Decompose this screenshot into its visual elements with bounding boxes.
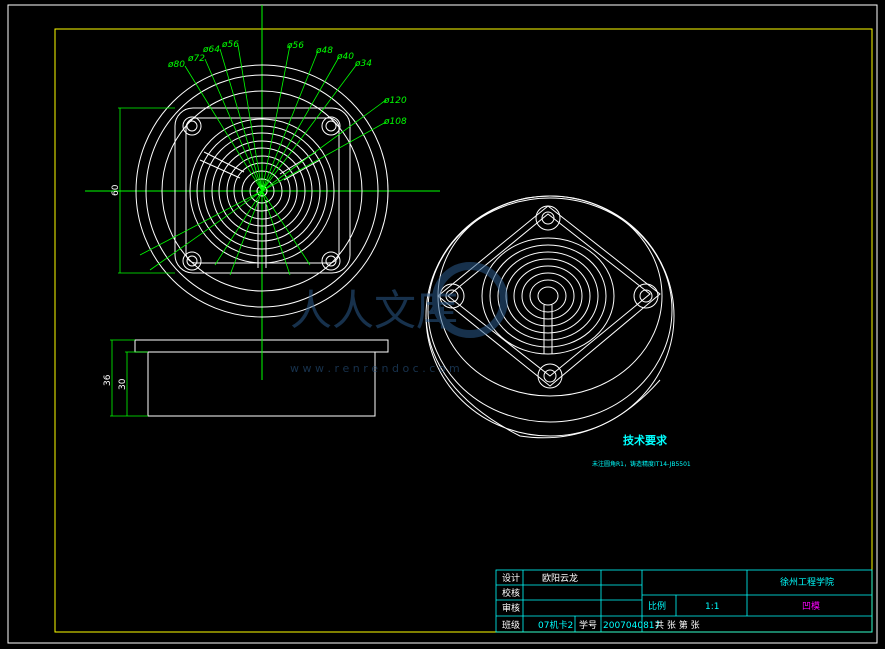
bolt-hole [321, 116, 341, 136]
iso-bolt-hole [633, 283, 659, 309]
bolt-hole [182, 116, 202, 136]
design-label: 设计 [502, 572, 520, 584]
dim-label: ø72 [187, 54, 205, 64]
side-dimensions [110, 339, 148, 417]
title-block-text: 设计 欧阳云龙 校核 审核 班级 07机卡2 学号 2007040817 徐州工… [502, 572, 834, 631]
notes-body: 未注圆角R1，铸造精度IT14-JB5501 [592, 460, 691, 468]
dim-label: ø56 [286, 41, 304, 51]
scale-label: 比例 [648, 600, 666, 612]
check-label: 校核 [502, 587, 520, 599]
review-label: 审核 [502, 602, 520, 614]
dim-label: ø48 [315, 46, 333, 56]
scale-value: 1:1 [705, 602, 719, 612]
class-label: 班级 [502, 619, 520, 631]
part-name: 凹模 [802, 601, 820, 612]
iso-bolt-hole [535, 205, 561, 231]
inner-frame [54, 28, 873, 633]
school-name: 徐州工程学院 [780, 576, 834, 588]
design-value: 欧阳云龙 [542, 572, 578, 584]
side-dim-30: 30 [118, 378, 128, 390]
plan-view [85, 5, 440, 380]
side-view [134, 330, 389, 417]
watermark-url: w w w . r e n r e n d o c . c o m [290, 362, 460, 375]
dim-label: ø34 [354, 59, 372, 69]
iso-groove [481, 237, 615, 355]
watermark-logo-text: 人人文库 [290, 286, 458, 335]
diameter-leaders [118, 44, 387, 276]
dim-label: ø56 [221, 40, 239, 50]
outer-circle-inner [145, 74, 379, 308]
dim-label: ø108 [383, 117, 407, 127]
outer-border [7, 4, 878, 644]
title-block [495, 569, 873, 633]
student-no-label: 学号 [579, 619, 597, 631]
outer-circle [135, 64, 389, 318]
bolt-hole [321, 251, 341, 271]
class-value: 07机卡2 [538, 619, 573, 631]
iso-bolt-hole [537, 363, 563, 389]
iso-base-ellipse [427, 197, 673, 423]
groove-ring [189, 118, 335, 264]
dim-label: ø64 [202, 45, 220, 55]
diameter-labels: ø80 ø72 ø64 ø56 ø56 ø48 ø40 ø34 ø120 ø10… [111, 40, 407, 196]
isometric-view [425, 195, 675, 439]
side-dim-36: 36 [103, 374, 113, 386]
dim-label: ø80 [167, 60, 185, 70]
dim-label: ø40 [336, 52, 354, 62]
sheet-text: 共 张 第 张 [655, 619, 700, 631]
bolt-hole [182, 251, 202, 271]
plan-height-dim: 60 [111, 184, 121, 196]
square-plate [174, 107, 351, 274]
student-no-value: 2007040817 [603, 621, 660, 631]
notes-title: 技术要求 [623, 433, 668, 447]
iso-square-plate [437, 205, 661, 387]
dim-label: ø120 [383, 96, 407, 106]
watermark: 人人文库 w w w . r e n r e n d o c . c o m [290, 262, 508, 375]
